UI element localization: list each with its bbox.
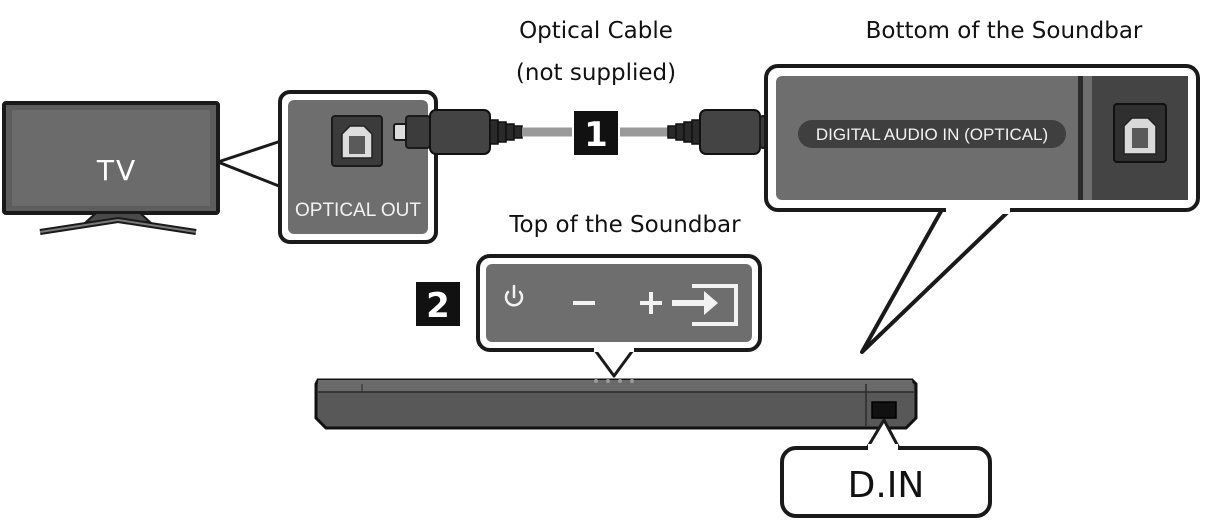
minus-icon <box>573 301 595 305</box>
step-2-badge: 2 <box>416 282 460 326</box>
d-in-callout: D.IN <box>780 418 992 518</box>
plus-icon <box>640 292 662 314</box>
optical-port-icon <box>331 115 383 167</box>
step-1-badge: 1 <box>574 111 618 155</box>
step-2-number: 2 <box>426 286 450 326</box>
bottom-of-soundbar-label: Bottom of the Soundbar <box>866 18 1143 44</box>
optical-cable-label: Optical Cable <box>519 18 673 44</box>
optical-out-panel: OPTICAL OUT <box>278 90 438 244</box>
soundbar-illustration <box>314 378 918 430</box>
not-supplied-label: (not supplied) <box>516 60 676 86</box>
optical-cable <box>393 109 797 155</box>
soundbar-d-in-port <box>871 401 897 419</box>
top-of-soundbar-label: Top of the Soundbar <box>508 212 741 238</box>
optical-out-label: OPTICAL OUT <box>295 200 421 221</box>
source-input-icon <box>672 284 738 326</box>
soundbar-bottom-callout: DIGITAL AUDIO IN (OPTICAL) <box>764 64 1200 354</box>
power-icon <box>504 284 524 307</box>
soundbar-top-controls-callout <box>476 254 762 378</box>
tv-label: TV <box>96 154 137 187</box>
step-1-number: 1 <box>584 115 608 155</box>
tv-illustration: TV <box>2 101 220 235</box>
digital-audio-in-label: DIGITAL AUDIO IN (OPTICAL) <box>816 125 1048 144</box>
digital-audio-in-port-icon <box>1113 103 1167 163</box>
d-in-label: D.IN <box>848 465 925 506</box>
